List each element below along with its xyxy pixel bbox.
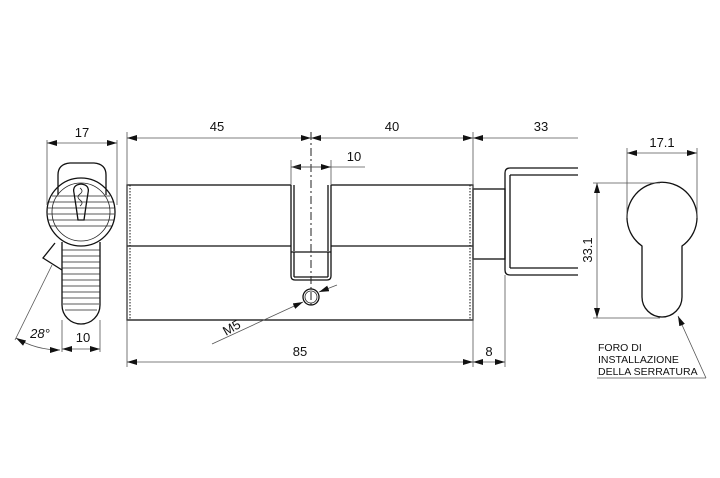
end-view: 17 10 28° [14,125,118,353]
cylinder-face [46,177,116,247]
dim-lever-width: 10 [76,330,90,345]
dim-length-b: 40 [385,119,399,134]
keyway [73,183,89,221]
dim-lever-angle: 28° [29,326,50,341]
screw-hole [302,288,320,306]
dim-cam-width: 10 [347,149,361,164]
lever-tip-rotated [42,242,63,271]
dim-total-length: 85 [293,344,307,359]
dim-neck-length: 8 [485,344,492,359]
keyhole-outline [626,181,698,318]
dim-hole-height: 33.1 [580,237,595,262]
side-view: M5 45 40 33 10 85 8 [126,119,578,367]
dim-knob-length: 33 [534,119,548,134]
lever [61,242,101,325]
dim-length-a: 45 [210,119,224,134]
dim-front-width: 17 [75,125,89,140]
bail [57,162,107,195]
hole-profile: 17.1 33.1 FORO DI INSTALLAZIONE DELLA SE… [580,135,707,379]
knob [504,167,578,276]
note-line-1: FORO DI [598,342,642,354]
knob-neck [472,188,506,260]
note-line-3: DELLA SERRATURA [598,366,698,378]
note-line-2: INSTALLAZIONE [598,354,679,366]
dim-hole-width: 17.1 [649,135,674,150]
